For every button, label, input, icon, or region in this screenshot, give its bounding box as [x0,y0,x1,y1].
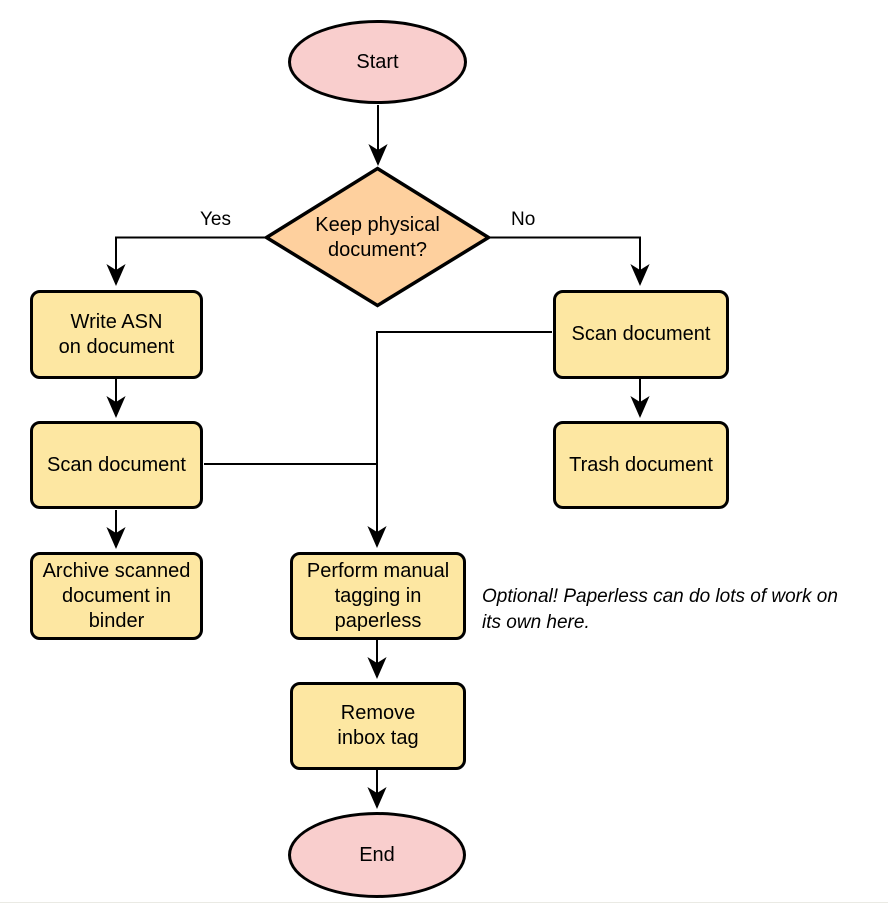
node-perform-manual-tagging: Perform manual tagging in paperless [290,552,466,640]
node-scan-left-label: Scan document [47,453,186,476]
edge-scan-right-to-tagging [367,331,552,548]
node-write-asn-on-document: Write ASN on document [30,290,203,379]
node-remove-inbox-label: Remove inbox tag [337,702,419,749]
edge-label-yes: Yes [198,209,233,231]
node-decision-keep-physical-document: Keep physical document? [276,169,479,306]
node-archive-scanned-document: Archive scanned document in binder [30,552,203,640]
edge-decision-no-to-scan-right [490,236,650,286]
decision-diamond-shape [263,166,492,308]
node-scan-document-right: Scan document [553,290,729,379]
optional-note: Optional! Paperless can do lots of work … [482,586,838,633]
node-trash-document: Trash document [553,421,729,509]
node-remove-inbox-tag: Remove inbox tag [290,682,466,770]
node-end: End [288,812,466,898]
edge-decision-yes-to-write-asn [106,236,265,286]
node-end-label: End [359,843,395,866]
bottom-hairline [0,902,888,903]
node-trash-label: Trash document [569,453,713,476]
node-start-label: Start [356,50,399,73]
node-scan-document-left: Scan document [30,421,203,509]
node-tagging-label: Perform manual tagging in paperless [306,559,450,632]
node-scan-right-label: Scan document [571,323,711,345]
node-archive-label: Archive scanned document in binder [42,559,191,632]
edge-label-no: No [509,209,538,231]
node-write-asn-label: Write ASN on document [58,310,175,358]
node-start: Start [288,20,467,104]
node-decision-label: Keep physical document? [315,213,440,261]
